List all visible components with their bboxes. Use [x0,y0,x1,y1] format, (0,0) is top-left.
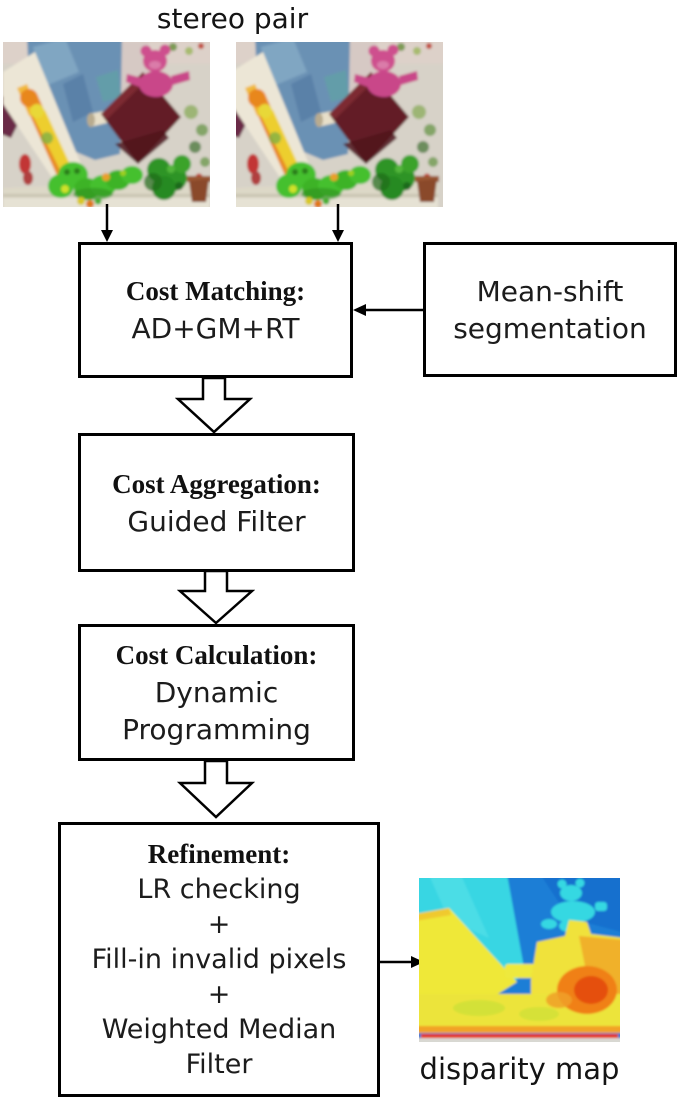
cost-aggregation-title: Cost Aggregation: [112,468,321,499]
cost-aggregation-body: Guided Filter [127,504,306,538]
mean-shift-line1: Mean-shift [476,274,624,308]
mean-shift-line2: segmentation [453,311,647,345]
cost-aggregation-box: Cost Aggregation: Guided Filter [78,433,355,572]
stereo-left-image [3,42,210,207]
hollow-down-arrow-icon [177,570,255,625]
cost-calculation-line1: Dynamic [154,676,279,709]
refinement-box: Refinement: LR checking + Fill-in invali… [58,822,380,1097]
down-arrow-right-icon [332,204,344,242]
hollow-down-arrow-icon [175,377,253,434]
cost-calculation-box: Cost Calculation: Dynamic Programming [78,624,355,761]
cost-matching-box: Cost Matching: AD+GM+RT [78,242,353,378]
cost-matching-body: AD+GM+RT [131,312,300,345]
refinement-line: Filter [185,1049,253,1080]
page-title: stereo pair [156,2,309,35]
stereo-right-image [236,42,443,207]
left-arrow-icon [353,304,423,316]
refinement-line: LR checking [137,874,301,905]
down-arrow-left-icon [101,204,113,242]
refinement-plus: + [207,979,231,1010]
hollow-down-arrow-icon [177,760,255,819]
cost-calculation-line2: Programming [122,713,311,746]
refinement-title: Refinement: [147,839,291,869]
refinement-line: Fill-in invalid pixels [91,944,347,975]
refinement-plus: + [207,909,231,940]
disparity-map-image [419,878,620,1042]
mean-shift-box: Mean-shift segmentation [423,242,677,377]
cost-matching-title: Cost Matching: [125,276,306,306]
right-arrow-icon [380,956,424,968]
cost-calculation-title: Cost Calculation: [115,640,318,670]
disparity-map-label: disparity map [419,1052,620,1086]
refinement-line: Weighted Median [101,1014,337,1045]
